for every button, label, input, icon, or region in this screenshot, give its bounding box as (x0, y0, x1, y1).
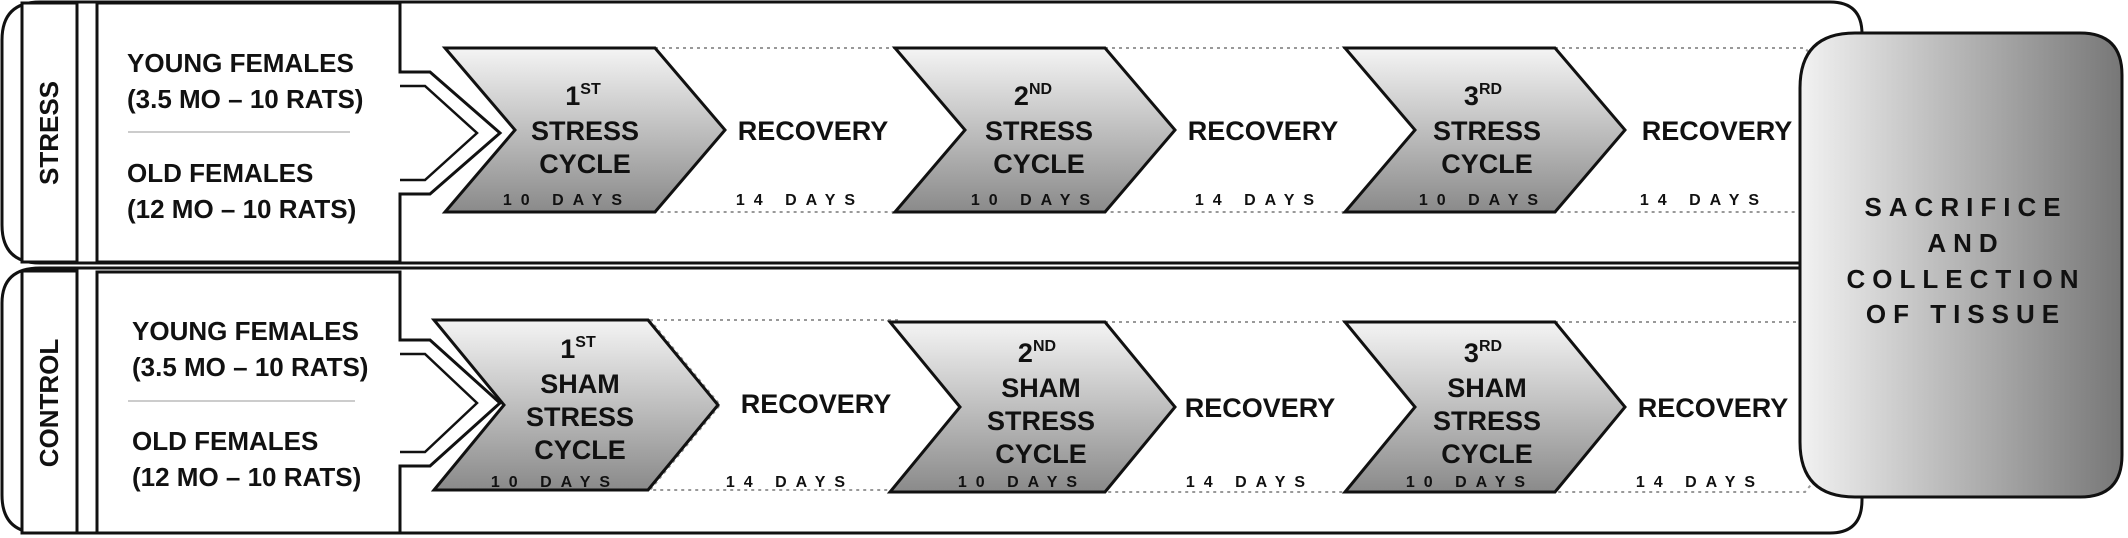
control-cycle-2-ordinal: 2ND (1018, 338, 1056, 368)
stress-recovery-2-duration: 14 DAYS (1195, 192, 1323, 209)
control-recovery-2-label: RECOVERY (1185, 393, 1336, 423)
sacrifice-label-line2: AND (1927, 228, 2004, 258)
control-cycle-2-line1: SHAM (1001, 373, 1081, 403)
sacrifice-box (1798, 31, 2124, 499)
sacrifice-label-line4: OF TISSUE (1866, 299, 2066, 329)
control-cycle-3-line3: CYCLE (1441, 439, 1533, 469)
control-cycle-2-line3: CYCLE (995, 439, 1087, 469)
control-cycle-2-line2: STRESS (987, 406, 1095, 436)
control-cycle-3-line1: SHAM (1447, 373, 1527, 403)
stress-panel: STRESS YOUNG FEMALES (3.5 MO – 10 RATS) … (0, 0, 1877, 265)
stress-groups-arrow-inner (400, 84, 479, 182)
stress-cycle-3-line1: STRESS (1433, 116, 1541, 146)
control-cycle-1-ordinal: 1ST (560, 334, 596, 364)
stress-cycle-2-chevron (891, 46, 1177, 214)
stress-cycle-2-line1: STRESS (985, 116, 1093, 146)
control-group-old-detail: (12 MO – 10 RATS) (132, 462, 361, 492)
control-groups-arrow-inner (400, 352, 479, 454)
stress-recovery-1-label: RECOVERY (738, 116, 889, 146)
control-group-young-detail: (3.5 MO – 10 RATS) (132, 352, 368, 382)
stress-cycle-1-line1: STRESS (531, 116, 639, 146)
stress-cycle-3-chevron (1341, 46, 1627, 214)
stress-group-old-label: OLD FEMALES (127, 158, 313, 188)
control-cycle-1-duration: 10 DAYS (491, 474, 619, 491)
stress-group-young-label: YOUNG FEMALES (127, 48, 354, 78)
stress-cycle-2-line2: CYCLE (993, 149, 1085, 179)
control-recovery-2-duration: 14 DAYS (1186, 474, 1314, 491)
stress-cycle-2-ordinal: 2ND (1014, 81, 1052, 111)
stress-cycle-1-chevron (441, 46, 727, 214)
stress-recovery-3-duration: 14 DAYS (1640, 192, 1768, 209)
control-side-tab (20, 269, 79, 535)
control-recovery-3-duration: 14 DAYS (1636, 474, 1764, 491)
stress-recovery-1-duration: 14 DAYS (736, 192, 864, 209)
stress-recovery-2-label: RECOVERY (1188, 116, 1339, 146)
control-cycle-1-chevron (430, 318, 720, 492)
stress-cycle-1-duration: 10 DAYS (503, 192, 631, 209)
control-cycle-3-ordinal: 3RD (1464, 338, 1502, 368)
control-recovery-3-label: RECOVERY (1638, 393, 1789, 423)
control-cycle-3-duration: 10 DAYS (1406, 474, 1534, 491)
control-cycle-2-duration: 10 DAYS (958, 474, 1086, 491)
stress-side-tab (20, 1, 79, 264)
control-recovery-1-label: RECOVERY (741, 389, 892, 419)
control-cycle-2-chevron (886, 320, 1177, 494)
control-cycle-1-line1: SHAM (540, 369, 620, 399)
stress-group-old-detail: (12 MO – 10 RATS) (127, 194, 356, 224)
stress-recovery-2-chevron (1102, 47, 1427, 213)
sacrifice-label-line1: SACRIFICE (1864, 192, 2067, 222)
stress-cycle-2-duration: 10 DAYS (971, 192, 1099, 209)
stress-side-label: STRESS (34, 81, 64, 185)
control-cycle-3-line2: STRESS (1433, 406, 1541, 436)
control-recovery-3-chevron (1552, 321, 1877, 493)
control-group-young-label: YOUNG FEMALES (132, 316, 359, 346)
stress-cycle-1-ordinal: 1ST (565, 81, 601, 111)
stress-cycle-3-ordinal: 3RD (1464, 81, 1502, 111)
control-group-old-label: OLD FEMALES (132, 426, 318, 456)
control-panel: CONTROL YOUNG FEMALES (3.5 MO – 10 RATS)… (0, 266, 1877, 535)
stress-recovery-3-chevron (1552, 47, 1877, 213)
stress-cycle-3-line2: CYCLE (1441, 149, 1533, 179)
control-groups-box (95, 270, 503, 535)
stress-cycle-1-line2: CYCLE (539, 149, 631, 179)
sacrifice-label-line3: COLLECTION (1847, 264, 2086, 294)
control-recovery-1-duration: 14 DAYS (726, 474, 854, 491)
control-cycle-3-chevron (1341, 320, 1627, 494)
control-cycle-1-line2: STRESS (526, 402, 634, 432)
control-side-label: CONTROL (34, 339, 64, 468)
control-cycle-1-line3: CYCLE (534, 435, 626, 465)
stress-recovery-3-label: RECOVERY (1642, 116, 1793, 146)
stress-group-young-detail: (3.5 MO – 10 RATS) (127, 84, 363, 114)
stress-cycle-3-duration: 10 DAYS (1419, 192, 1547, 209)
stress-recovery-1-chevron (652, 47, 977, 213)
